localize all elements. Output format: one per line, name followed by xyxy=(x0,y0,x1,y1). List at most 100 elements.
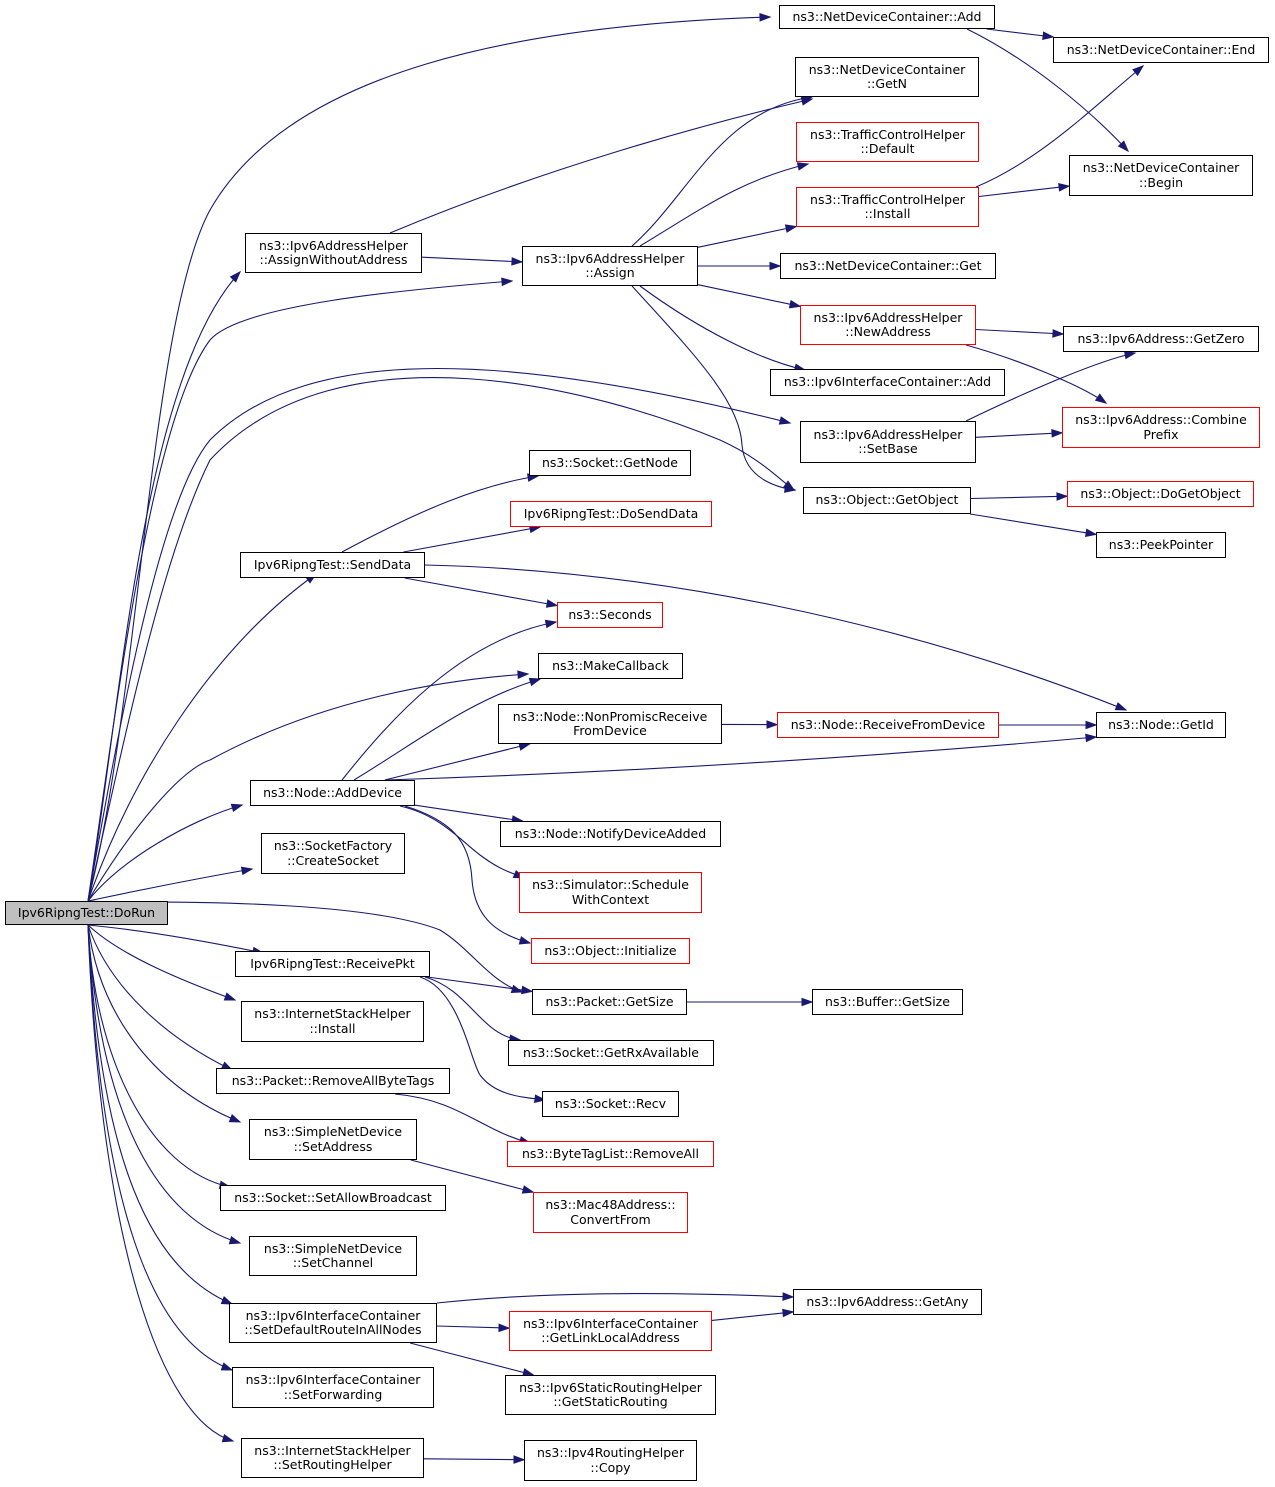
node-peekpointer[interactable]: ns3::PeekPointer xyxy=(1096,532,1226,558)
edge-dorun-to-rt_senddata xyxy=(87,573,317,902)
node-btl-removeall[interactable]: ns3::ByteTagList::RemoveAll xyxy=(507,1141,714,1167)
edge-pkt_rabt-to-btl_removeall xyxy=(394,1093,531,1144)
arrowhead-ndc_end xyxy=(1042,31,1055,41)
node-ia-getzero[interactable]: ns3::Ipv6Address::GetZero xyxy=(1063,326,1259,352)
node-ia-getany[interactable]: ns3::Ipv6Address::GetAny xyxy=(793,1289,982,1315)
node-node-nda[interactable]: ns3::Node::NotifyDeviceAdded xyxy=(500,821,721,847)
node-node-getid[interactable]: ns3::Node::GetId xyxy=(1096,712,1226,738)
node-iah-assign[interactable]: ns3::Ipv6AddressHelper ::Assign xyxy=(522,246,698,286)
node-iic-sdr[interactable]: ns3::Ipv6InterfaceContainer ::SetDefault… xyxy=(229,1303,437,1343)
arrowhead-makecallback xyxy=(528,677,542,687)
node-node-rfd[interactable]: ns3::Node::ReceiveFromDevice xyxy=(777,712,999,738)
edge-node_adddevice-to-seconds xyxy=(341,621,557,781)
node-rt-receivepkt[interactable]: Ipv6RipngTest::ReceivePkt xyxy=(235,951,430,977)
edge-rt_senddata-to-sock_getnode xyxy=(341,475,539,553)
node-sock-sab[interactable]: ns3::Socket::SetAllowBroadcast xyxy=(220,1185,446,1211)
node-snd-setaddress[interactable]: ns3::SimpleNetDevice ::SetAddress xyxy=(249,1119,417,1160)
edge-dorun-to-ndc_add xyxy=(87,16,771,902)
node-ish-install[interactable]: ns3::InternetStackHelper ::Install xyxy=(241,1001,424,1042)
edge-rt_senddata-to-seconds xyxy=(404,577,558,607)
edge-dorun-to-iah_setbase xyxy=(87,367,791,902)
node-pkt-rabt[interactable]: ns3::Packet::RemoveAllByteTags xyxy=(216,1068,450,1094)
edge-dorun-to-sf_createsocket xyxy=(87,868,253,902)
edge-dorun-to-iah_assign xyxy=(87,280,513,902)
node-seconds[interactable]: ns3::Seconds xyxy=(557,602,663,628)
node-iic-setfwd[interactable]: ns3::Ipv6InterfaceContainer ::SetForward… xyxy=(232,1367,434,1408)
node-ndc-end[interactable]: ns3::NetDeviceContainer::End xyxy=(1053,37,1269,63)
arrowhead-snd_setaddress xyxy=(228,1114,242,1123)
node-tch-install[interactable]: ns3::TrafficControlHelper ::Install xyxy=(796,187,979,227)
node-mac48-convert[interactable]: ns3::Mac48Address:: ConvertFrom xyxy=(533,1192,688,1233)
arrowhead-ia_getzero xyxy=(1123,350,1137,360)
arrowhead-i4rh_copy xyxy=(513,1455,526,1464)
node-sock-getrx[interactable]: ns3::Socket::GetRxAvailable xyxy=(508,1040,714,1066)
node-pkt-getsize[interactable]: ns3::Packet::GetSize xyxy=(532,989,687,1015)
edge-iah_assign-to-tch_install xyxy=(697,225,797,248)
arrowhead-iah_setbase xyxy=(778,416,792,425)
node-ndc-get[interactable]: ns3::NetDeviceContainer::Get xyxy=(780,253,996,279)
arrowhead-node_getid xyxy=(1085,720,1098,730)
node-sock-getnode[interactable]: ns3::Socket::GetNode xyxy=(529,450,691,476)
arrowhead-ia_getany xyxy=(782,1292,795,1301)
node-obj-initialize[interactable]: ns3::Object::Initialize xyxy=(531,938,690,964)
arrowhead-mac48_convert xyxy=(521,1185,535,1194)
node-obj-getobject[interactable]: ns3::Object::GetObject xyxy=(803,487,971,514)
arrowhead-ia_getzero xyxy=(1052,329,1065,338)
node-tch-default[interactable]: ns3::TrafficControlHelper ::Default xyxy=(796,122,979,162)
edge-iah_awa-to-ndc_getn xyxy=(389,98,813,234)
edge-tch_install-to-ndc_end xyxy=(975,65,1144,188)
node-node-npr[interactable]: ns3::Node::NonPromiscReceive FromDevice xyxy=(498,704,722,744)
edge-node_adddevice-to-obj_initialize xyxy=(404,805,531,944)
edge-dorun-to-ish_srh xyxy=(87,924,234,1442)
node-iah-awa[interactable]: ns3::Ipv6AddressHelper ::AssignWithoutAd… xyxy=(245,233,422,273)
node-rt-senddata[interactable]: Ipv6RipngTest::SendData xyxy=(240,552,425,578)
arrowhead-obj_getobject xyxy=(784,484,797,493)
arrowhead-makecallback xyxy=(517,670,530,680)
node-iah-setbase[interactable]: ns3::Ipv6AddressHelper ::SetBase xyxy=(800,421,976,463)
node-sf-createsocket[interactable]: ns3::SocketFactory ::CreateSocket xyxy=(261,833,405,874)
edge-node_adddevice-to-sim_swc xyxy=(399,805,525,879)
node-ndc-getn[interactable]: ns3::NetDeviceContainer ::GetN xyxy=(795,57,979,97)
node-dorun: Ipv6RipngTest::DoRun xyxy=(5,901,168,925)
node-node-adddevice[interactable]: ns3::Node::AddDevice xyxy=(250,780,415,806)
node-i4rh-copy[interactable]: ns3::Ipv4RoutingHelper ::Copy xyxy=(524,1440,697,1481)
edge-node_adddevice-to-makecallback xyxy=(353,678,541,781)
arrowhead-peekpointer xyxy=(1084,528,1098,538)
edge-rt_receivepkt-to-pkt_getsize xyxy=(427,976,533,992)
edge-iah_setbase-to-ia_combine xyxy=(975,432,1063,438)
arrowhead-ndc_begin xyxy=(1117,140,1130,153)
node-isrh-gsr[interactable]: ns3::Ipv6StaticRoutingHelper ::GetStatic… xyxy=(505,1375,716,1415)
arrowhead-ndc_get xyxy=(769,261,782,271)
node-ndc-add[interactable]: ns3::NetDeviceContainer::Add xyxy=(779,5,995,29)
node-snd-setchannel[interactable]: ns3::SimpleNetDevice ::SetChannel xyxy=(249,1236,417,1276)
node-ndc-begin[interactable]: ns3::NetDeviceContainer ::Begin xyxy=(1069,155,1253,196)
edge-iah_assign-to-iah_newaddr xyxy=(697,284,801,307)
node-iah-newaddr[interactable]: ns3::Ipv6AddressHelper ::NewAddress xyxy=(800,305,976,345)
arrowhead-ish_install xyxy=(223,992,237,1001)
arrowhead-node_getid xyxy=(1085,733,1098,743)
edge-iic_sdr-to-isrh_gsr xyxy=(409,1342,534,1376)
edge-iah_assign-to-ndc_getn xyxy=(631,96,813,247)
node-makecallback[interactable]: ns3::MakeCallback xyxy=(538,653,683,679)
edge-rt_senddata-to-rt_dosenddata xyxy=(403,526,541,553)
node-iic-add[interactable]: ns3::Ipv6InterfaceContainer::Add xyxy=(770,369,1005,396)
edge-rt_senddata-to-node_getid xyxy=(424,564,1127,711)
node-sim-swc[interactable]: ns3::Simulator::Schedule WithContext xyxy=(519,872,702,913)
node-iic-glla[interactable]: ns3::Ipv6InterfaceContainer ::GetLinkLoc… xyxy=(509,1311,712,1351)
arrowhead-sf_createsocket xyxy=(240,866,254,876)
node-rt-dosenddata[interactable]: Ipv6RipngTest::DoSendData xyxy=(510,501,712,527)
arrowhead-ish_srh xyxy=(221,1433,235,1443)
node-ish-srh[interactable]: ns3::InternetStackHelper ::SetRoutingHel… xyxy=(241,1438,424,1478)
edge-iah_awa-to-iah_assign xyxy=(421,256,523,263)
node-sock-recv[interactable]: ns3::Socket::Recv xyxy=(542,1091,679,1117)
edge-dorun-to-ish_install xyxy=(87,924,236,1001)
edge-dorun-to-iic_sdr xyxy=(87,924,233,1305)
node-obj-dogetobject[interactable]: ns3::Object::DoGetObject xyxy=(1067,481,1254,507)
arrowhead-seconds xyxy=(544,619,558,629)
edge-iic_sdr-to-iic_glla xyxy=(436,1325,510,1329)
node-buf-getsize[interactable]: ns3::Buffer::GetSize xyxy=(812,989,963,1015)
edge-rt_receivepkt-to-sock_getrx xyxy=(424,976,521,1041)
node-ia-combine[interactable]: ns3::Ipv6Address::Combine Prefix xyxy=(1062,407,1260,448)
edge-iah_newaddr-to-ia_getzero xyxy=(975,328,1064,335)
edge-iic_glla-to-ia_getany xyxy=(711,1311,794,1321)
